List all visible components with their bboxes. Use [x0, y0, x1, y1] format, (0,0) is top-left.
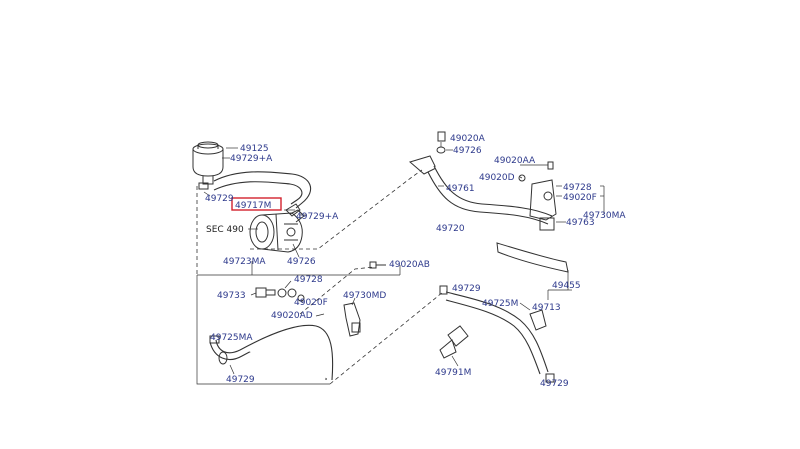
label-49763[interactable]: 49763 — [566, 218, 595, 228]
label-49020d[interactable]: 49020D — [479, 173, 515, 183]
label-49713[interactable]: 49713 — [532, 303, 561, 313]
leaders-left — [203, 147, 307, 258]
label-49717m[interactable]: 49717M — [235, 201, 271, 211]
label-49723ma[interactable]: 49723MA — [223, 257, 266, 267]
label-49020f-a[interactable]: 49020F — [294, 298, 328, 308]
label-49733[interactable]: 49733 — [217, 291, 246, 301]
label-49020aa[interactable]: 49020AA — [494, 156, 536, 166]
label-49020a[interactable]: 49020A — [450, 134, 486, 144]
leaders-right-bracket — [556, 185, 605, 214]
bracket-49730md — [343, 297, 361, 337]
label-sec-490: SEC 490 — [206, 225, 244, 235]
label-49729-a-1[interactable]: 49729+A — [230, 154, 273, 164]
label-49791m[interactable]: 49791M — [435, 368, 471, 378]
hose-49725ma — [209, 324, 334, 381]
label-49455[interactable]: 49455 — [552, 281, 581, 291]
label-49729-2[interactable]: 49729 — [226, 375, 255, 385]
label-49729-1[interactable]: 49729 — [205, 194, 234, 204]
highlight-frame-49717m — [231, 197, 282, 211]
label-49761[interactable]: 49761 — [446, 184, 475, 194]
label-49728-b[interactable]: 49728 — [563, 183, 592, 193]
bolt-49020ab — [369, 261, 386, 269]
fitting-49733 — [250, 280, 325, 317]
label-49729-a-2[interactable]: 49729+A — [296, 212, 339, 222]
label-49726-b[interactable]: 49726 — [453, 146, 482, 156]
label-49729-3[interactable]: 49729 — [452, 284, 481, 294]
label-49725ma[interactable]: 49725MA — [210, 333, 253, 343]
hose-49725m — [439, 285, 555, 383]
label-49720[interactable]: 49720 — [436, 224, 465, 234]
label-49725m[interactable]: 49725M — [482, 299, 518, 309]
label-49729-4[interactable]: 49729 — [540, 379, 569, 389]
label-49020f-b[interactable]: 49020F — [563, 193, 597, 203]
label-49125[interactable]: 49125 — [240, 144, 269, 154]
reservoir-tank — [192, 141, 224, 185]
label-49726-a[interactable]: 49726 — [287, 257, 316, 267]
sub-assembly-box — [196, 261, 401, 385]
label-49728-a[interactable]: 49728 — [294, 275, 323, 285]
label-49020ab[interactable]: 49020AB — [389, 260, 430, 270]
label-49730ma[interactable]: 49730MA — [583, 211, 626, 221]
label-49730md[interactable]: 49730MD — [343, 291, 386, 301]
part-49791m — [439, 325, 469, 367]
power-steering-pump — [249, 203, 305, 253]
clamp-49729 — [198, 182, 209, 190]
leaders-49455 — [547, 270, 572, 300]
dashed-connectors — [196, 169, 444, 385]
hose-49720 — [408, 131, 553, 225]
label-49020ad[interactable]: 49020AD — [271, 311, 313, 321]
